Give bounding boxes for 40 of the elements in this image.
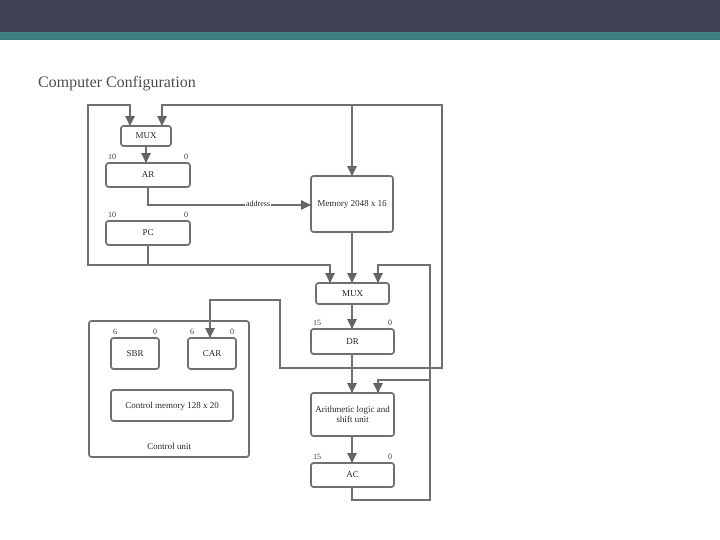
node-label: MUX xyxy=(135,131,156,141)
connector-arrow xyxy=(87,104,149,266)
control-unit-panel xyxy=(88,320,250,458)
connector-arrow xyxy=(347,437,357,463)
memory-box xyxy=(310,175,394,233)
bit-index: 10 xyxy=(108,211,116,220)
alu-box xyxy=(310,392,395,437)
edge-label: address xyxy=(245,199,271,208)
diagram-title: Computer Configuration xyxy=(38,74,196,92)
multiplexer-box xyxy=(315,282,390,305)
connector-arrow xyxy=(347,233,357,283)
connector-arrow xyxy=(351,379,431,501)
bit-index: 0 xyxy=(230,328,234,337)
node-label: Memory 2048 x 16 xyxy=(317,199,387,209)
connector-arrow xyxy=(205,299,353,369)
node-label: DR xyxy=(346,336,359,346)
node-label: Control memory 128 x 20 xyxy=(125,400,219,410)
bit-index: 6 xyxy=(190,328,194,337)
node-label: Arithmetic logic and shift unit xyxy=(314,404,391,424)
memory-box xyxy=(110,389,234,422)
bit-index: 0 xyxy=(184,211,188,220)
bit-index: 0 xyxy=(388,453,392,462)
connector-arrow xyxy=(141,147,151,163)
bit-index: 15 xyxy=(313,453,321,462)
bit-index: 0 xyxy=(184,153,188,162)
bit-index: 10 xyxy=(108,153,116,162)
bit-index: 0 xyxy=(388,319,392,328)
node-label: CAR xyxy=(202,348,222,358)
connector-arrow xyxy=(347,305,357,329)
multiplexer-box xyxy=(120,125,172,147)
bit-index: 6 xyxy=(113,328,117,337)
node-label: MUX xyxy=(342,288,363,298)
node-label: AR xyxy=(142,170,154,180)
node-label: SBR xyxy=(126,348,144,358)
node-label: Control unit xyxy=(147,442,191,452)
bit-index: 0 xyxy=(153,328,157,337)
node-label: AC xyxy=(346,470,359,480)
bit-index: 15 xyxy=(313,319,321,328)
connector-arrow xyxy=(347,104,443,369)
node-label: PC xyxy=(142,228,154,238)
